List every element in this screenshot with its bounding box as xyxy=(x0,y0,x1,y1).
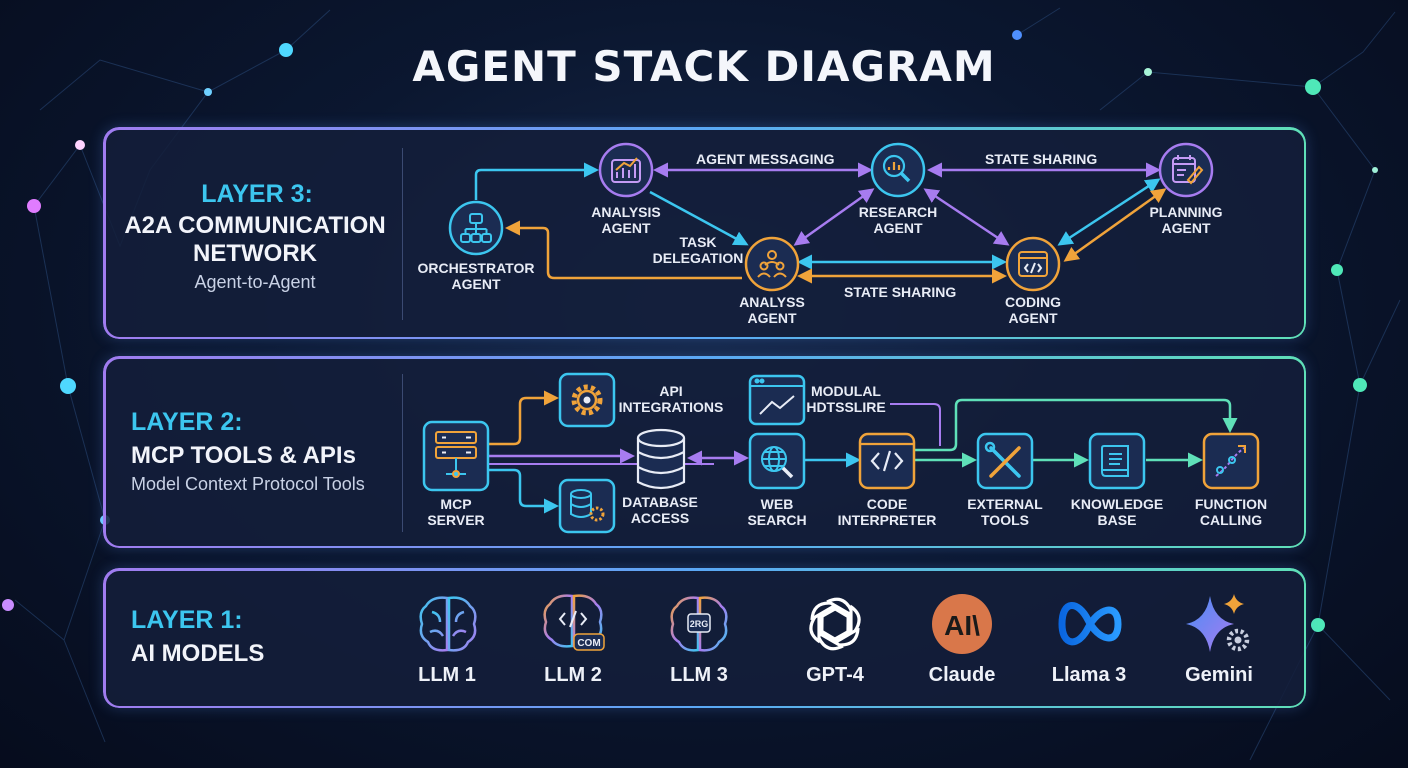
magnifier-chart-icon xyxy=(882,154,911,183)
function-call-icon xyxy=(1215,445,1246,477)
coding-agent-node[interactable] xyxy=(1005,236,1061,292)
hierarchy-icon xyxy=(460,213,492,243)
edge-code-function xyxy=(914,398,1238,452)
layer1-name: AI MODELS xyxy=(131,640,265,667)
state-sharing-bottom-label: STATE SHARING xyxy=(844,284,957,300)
database-access-node[interactable] xyxy=(636,428,686,490)
modular-node[interactable] xyxy=(748,374,806,426)
llm2-brain-code-icon: COM xyxy=(543,594,605,651)
layer3-heading: LAYER 3: xyxy=(201,180,313,208)
layer2-divider xyxy=(402,374,403,532)
edge-task-delegation xyxy=(505,220,742,280)
knowledge-base-node[interactable] xyxy=(1088,432,1146,490)
meta-infinity-icon xyxy=(1058,602,1122,646)
layer1-panel xyxy=(103,568,1306,708)
model-label-llm2: LLM 2 xyxy=(544,664,602,686)
svg-text:AI\: AI\ xyxy=(944,610,980,641)
code-interpreter-node[interactable] xyxy=(858,432,916,490)
database-gear-icon xyxy=(570,489,605,522)
edge-mcp-api xyxy=(488,390,559,446)
wrench-screwdriver-icon xyxy=(984,441,1021,478)
model-label-gpt4: GPT-4 xyxy=(806,664,864,686)
web-search-node[interactable] xyxy=(748,432,806,490)
state-sharing-top-label: STATE SHARING xyxy=(985,151,1098,167)
edge-coding-planning-orange xyxy=(1063,188,1167,262)
edge-orchestrator-to-analysis xyxy=(474,162,599,200)
external-tools-node[interactable] xyxy=(976,432,1034,490)
svg-text:2RG: 2RG xyxy=(690,619,709,629)
analysis-agent-node[interactable] xyxy=(598,142,654,198)
team-icon xyxy=(757,250,787,278)
database-icon xyxy=(636,428,686,490)
openai-logo-icon xyxy=(809,597,861,651)
mcp-server-node[interactable] xyxy=(422,420,490,492)
server-rack-icon xyxy=(435,431,477,478)
layer3-divider xyxy=(402,148,403,320)
layer2-subtitle: Model Context Protocol Tools xyxy=(131,474,365,494)
globe-search-icon xyxy=(761,446,794,479)
layer3-name-line1: A2A COMMUNICATION xyxy=(124,212,386,239)
analyss-agent-node[interactable] xyxy=(744,236,800,292)
planning-agent-node[interactable] xyxy=(1158,142,1214,198)
layer3-subtitle: Agent-to-Agent xyxy=(194,272,316,292)
code-window-icon xyxy=(1018,251,1048,277)
book-icon xyxy=(1101,445,1129,477)
api-integrations-node[interactable] xyxy=(558,372,616,428)
bar-chart-icon xyxy=(611,157,641,183)
research-agent-node[interactable] xyxy=(870,142,926,198)
gemini-sparkle-icon xyxy=(1186,594,1250,652)
model-label-llama3: Llama 3 xyxy=(1051,664,1127,686)
svg-text:COM: COM xyxy=(577,638,600,649)
layer2-name: MCP TOOLS & APIs xyxy=(131,442,356,469)
model-label-llm1: LLM 1 xyxy=(418,664,476,686)
code-brackets-icon xyxy=(860,442,914,472)
edge-modular-code xyxy=(890,403,941,446)
edge-analyss-research xyxy=(793,188,875,246)
model-label-llm3: LLM 3 xyxy=(670,664,728,686)
edge-analysis-to-analyss xyxy=(649,190,749,246)
database-settings-node[interactable] xyxy=(558,478,616,534)
model-label-claude: Claude xyxy=(928,664,996,686)
edge-research-coding xyxy=(923,188,1010,246)
function-calling-node[interactable] xyxy=(1202,432,1260,490)
agent-messaging-label: AGENT MESSAGING xyxy=(696,151,835,167)
edge-mcp-db-tool xyxy=(488,468,559,514)
llm1-brain-icon xyxy=(419,596,477,652)
gear-icon xyxy=(571,384,603,416)
layer3-name-line2: NETWORK xyxy=(193,240,317,267)
calendar-pencil-icon xyxy=(1172,155,1204,185)
layer2-heading: LAYER 2: xyxy=(131,408,243,436)
llm3-brain-chip-icon: 2RG xyxy=(670,596,728,652)
anthropic-logo-icon: AI\ xyxy=(932,594,992,654)
layer1-heading: LAYER 1: xyxy=(131,606,243,634)
browser-window-icon xyxy=(750,378,804,415)
page-title: AGENT STACK DIAGRAM xyxy=(412,42,996,91)
model-label-gemini: Gemini xyxy=(1185,664,1253,686)
orchestrator-agent-node[interactable] xyxy=(448,200,504,256)
